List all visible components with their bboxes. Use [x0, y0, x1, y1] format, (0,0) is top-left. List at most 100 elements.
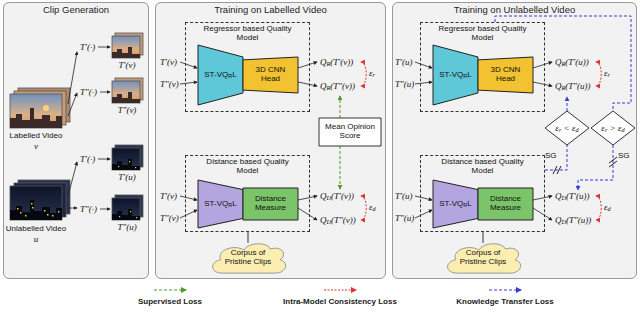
encoder-block: ST-VQRL [433, 180, 478, 228]
encoder-block: ST-VQRL [433, 45, 478, 105]
flow-arrow [533, 208, 552, 220]
legend-samples [154, 290, 521, 291]
consistency-loss-arrow [596, 62, 601, 86]
encoder-block-outline [433, 45, 478, 105]
corpus-cloud: Corpus of Pristine Clips [443, 240, 523, 276]
video-caption: Unlabelled Video [6, 224, 66, 234]
flow-arrow [100, 92, 110, 93]
corpus-connector [483, 232, 484, 243]
flow-arrow [68, 162, 77, 196]
model-group: ST-VQRL Distance Measure Distance based Qu… [420, 155, 545, 232]
city-lights [44, 210, 46, 212]
video-volume [43, 105, 49, 111]
loss-label: εd [604, 202, 611, 213]
model-group: ST-VQRL3D CNN Head Regressor based Qualit… [185, 22, 310, 112]
knowledge-transfer-connector [545, 145, 567, 170]
decision-diamond-outline [545, 111, 589, 145]
legend-text: Supervised Loss [138, 297, 202, 307]
block-label: Mean Opinion Score [322, 123, 378, 141]
video-volume [10, 108, 62, 128]
flow-arrow [298, 208, 317, 220]
city-lights [130, 211, 131, 212]
head-block-outline [478, 57, 533, 93]
panel-ground [155, 2, 386, 279]
distance-block-outline [243, 188, 298, 220]
video-volume [10, 200, 62, 220]
loss-label: εd [369, 202, 376, 213]
group-title: Training on Unlabelled Video [454, 5, 575, 16]
video-clip [112, 36, 140, 58]
head-block: 3D CNN Head [478, 57, 533, 93]
video-clip [112, 81, 140, 103]
legend-text: Intra-Model Consistency Loss [283, 297, 397, 307]
corpus-cloud: Corpus of Pristine Clips [208, 240, 288, 276]
stop-gradient-mark [553, 157, 617, 174]
block-label: Corpus of Pristine Clips [217, 249, 279, 267]
block-label: εr < εd [555, 123, 578, 133]
decision-diamond-outline [591, 111, 635, 145]
score-label: QD(T″(u)) [555, 215, 591, 226]
panel-ground [392, 2, 637, 279]
group-title: Distance based Quality Model [437, 158, 529, 176]
head-block: 3D CNN Head [243, 57, 298, 93]
city-lights [25, 215, 27, 217]
flow-arrow [298, 82, 317, 86]
video-clip [112, 209, 140, 220]
video-symbol: u [34, 234, 39, 245]
decision-diamond: εr > εd [591, 111, 635, 145]
flow-arrow [180, 82, 197, 84]
input-label: T″(u) [395, 213, 414, 224]
loss-label: εr [369, 68, 375, 79]
score-label: QD(T′(u)) [555, 191, 590, 202]
score-box: Mean Opinion Score [319, 118, 381, 146]
input-label: T″(v) [160, 79, 179, 90]
city-lights [32, 207, 34, 209]
stop-gradient-mark [609, 161, 617, 167]
supervised-loss-arrow [340, 96, 341, 118]
flow-arrow [415, 196, 432, 200]
block-label: 3D CNN Head [487, 66, 525, 84]
city-lights [136, 217, 137, 218]
flow-arrow [533, 82, 552, 86]
city-lights [47, 214, 49, 216]
knowledge-transfer-arrow [567, 97, 613, 190]
stage-panel: Clip Generation [3, 2, 149, 279]
flow-arrow [533, 62, 552, 68]
distance-block: Distance Measure [243, 188, 298, 220]
panel-ground [3, 2, 637, 279]
block-label: ST-VQRL [439, 200, 472, 209]
legend-text: Knowledge Transfer Loss [456, 297, 553, 307]
score-label: QR(T′(v)) [320, 57, 353, 68]
encoder-block: ST-VQRL [198, 180, 243, 228]
clip-label: T′(v) [119, 60, 136, 71]
knowledge-transfer-arrow [578, 145, 613, 190]
corpus-cloud-outline [213, 244, 286, 273]
stage-panel: ST-VQRL3D CNN HeadRegressor based Qualit… [392, 2, 637, 279]
transform-label: T″(·) [80, 87, 97, 98]
city-lights [58, 211, 60, 213]
city-lights [119, 216, 120, 217]
group-title: Distance based Quality Model [202, 158, 294, 176]
block-label: Distance Measure [485, 195, 527, 213]
block-label: ST-VQRL [439, 71, 472, 80]
score-label: QR(T″(u)) [555, 81, 591, 92]
group-title: Regressor based Quality Model [202, 25, 294, 43]
encoder-block-outline [198, 180, 243, 228]
flow-arrow [180, 210, 197, 218]
flow-arrow [180, 62, 197, 68]
corpus-connector [248, 232, 249, 243]
knowledge-transfer-arrow [567, 97, 568, 111]
transform-label: T′(·) [80, 154, 95, 165]
encoder-block-outline [198, 45, 243, 105]
input-label: T′(u) [395, 191, 412, 202]
encoder-block: ST-VQRL [198, 45, 243, 105]
distance-block: Distance Measure [478, 188, 533, 220]
panel-ground [3, 2, 149, 279]
city-lights [118, 166, 119, 167]
city-lights [52, 215, 54, 217]
clip-label: T″(v) [118, 105, 137, 116]
flow-arrow [100, 209, 110, 210]
flow-arrow [298, 196, 317, 200]
